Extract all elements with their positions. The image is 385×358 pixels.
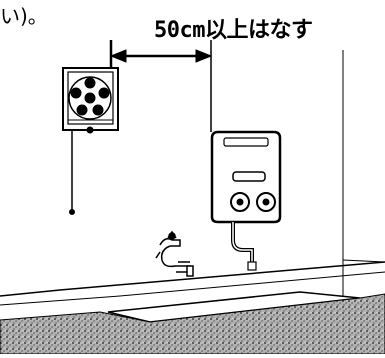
water-heater-icon <box>210 130 282 271</box>
wall-lines <box>342 50 385 300</box>
dimension-line <box>109 40 213 132</box>
faucet-icon <box>155 230 194 277</box>
text-fragment: い)。 <box>0 4 48 28</box>
counter-top <box>0 261 385 355</box>
ventilation-fan-icon <box>62 67 119 215</box>
distance-note: 50cm以上はなす <box>154 18 313 43</box>
